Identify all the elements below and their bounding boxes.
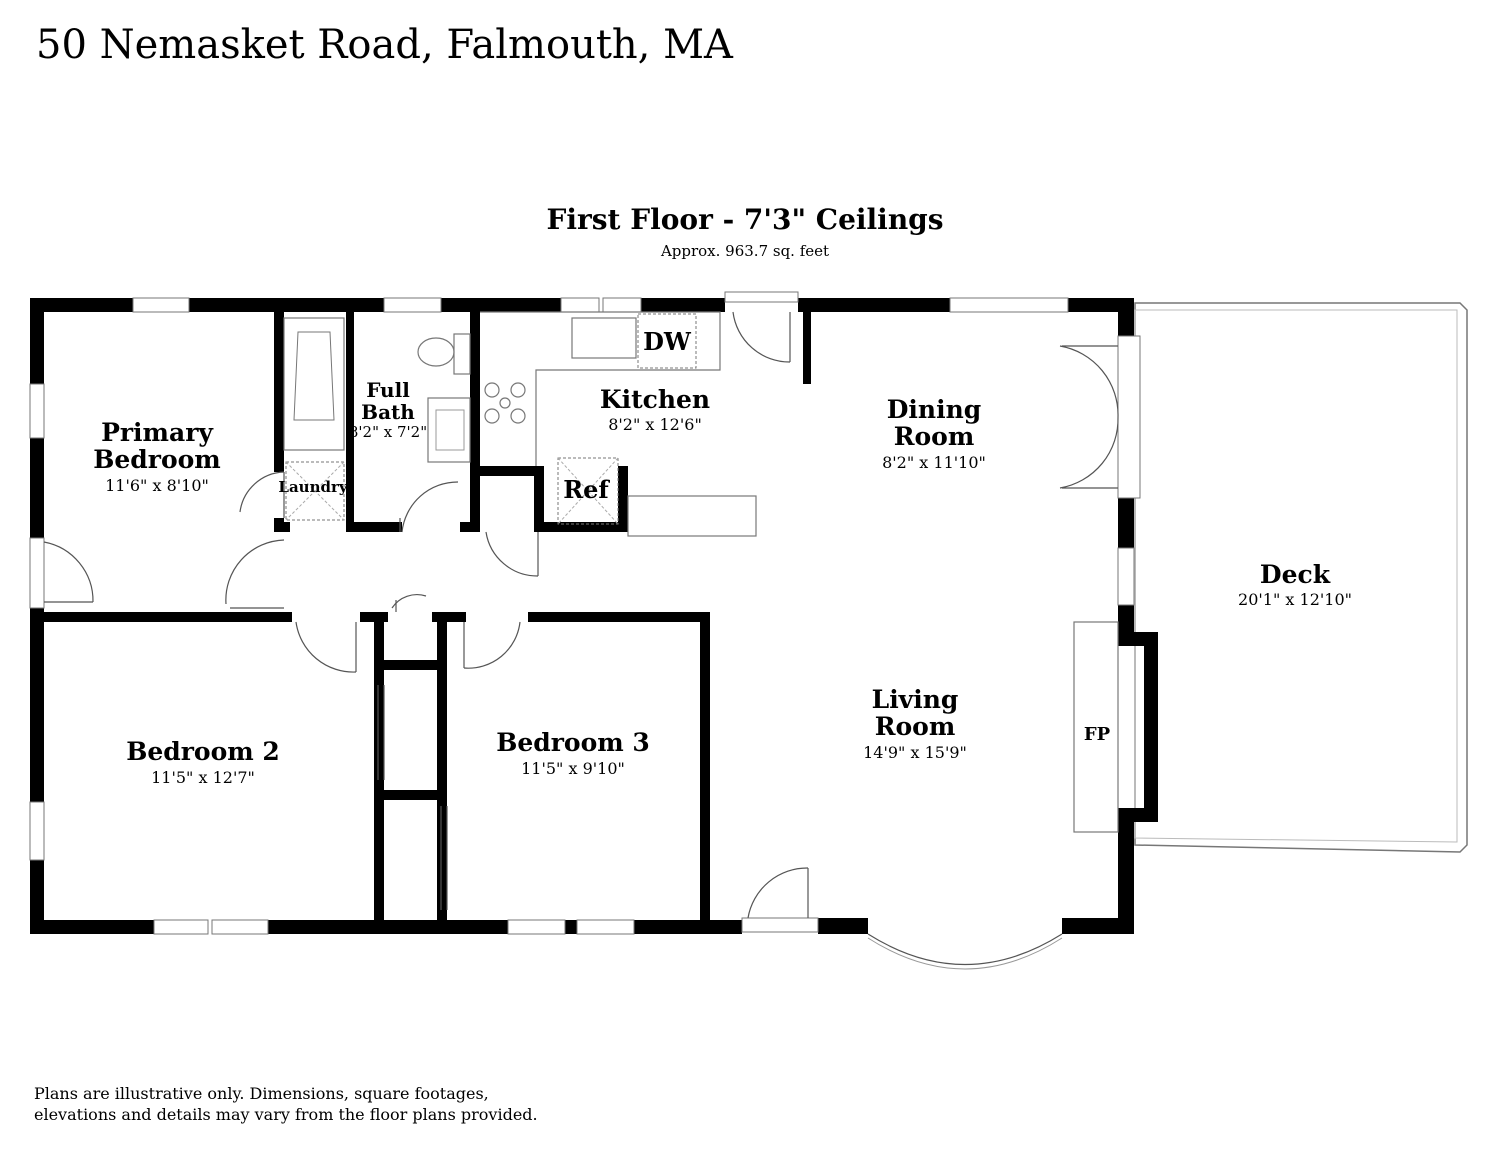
full-bath-name-2: Bath — [361, 400, 415, 424]
laundry-label: Laundry — [278, 478, 348, 496]
deck-name: Deck — [1260, 560, 1331, 589]
bedroom-3-name: Bedroom 3 — [496, 728, 650, 757]
dishwasher-icon — [637, 313, 697, 369]
refrigerator-icon — [557, 457, 619, 525]
disclaimer-line-2: elevations and details may vary from the… — [34, 1105, 538, 1124]
bathtub-icon — [293, 331, 335, 421]
living-room-name-1: Living — [872, 685, 959, 714]
room-labels: Primary Bedroom 11'6" x 8'10" Full Bath … — [93, 378, 1352, 787]
fireplace-icon — [1073, 621, 1119, 833]
primary-bedroom-name-1: Primary — [101, 418, 214, 447]
toilet-icon — [417, 337, 455, 367]
floor-title: First Floor - 7'3" Ceilings — [546, 203, 944, 236]
dishwasher-label: DW — [643, 327, 692, 356]
floor-area: Approx. 963.7 sq. feet — [660, 242, 830, 260]
deck-dims: 20'1" x 12'10" — [1238, 590, 1352, 609]
bedroom-3-dims: 11'5" x 9'10" — [521, 759, 625, 778]
dining-room-name-2: Room — [894, 422, 975, 451]
kitchen-dims: 8'2" x 12'6" — [608, 415, 702, 434]
property-address: 50 Nemasket Road, Falmouth, MA — [36, 22, 733, 68]
refrigerator-label: Ref — [563, 475, 610, 504]
deck-outline — [1134, 302, 1468, 853]
bedroom-2-dims: 11'5" x 12'7" — [151, 768, 255, 787]
kitchen-name: Kitchen — [600, 385, 710, 414]
disclaimer: Plans are illustrative only. Dimensions,… — [34, 1083, 538, 1125]
doors — [29, 291, 1119, 970]
kitchen-sink-icon — [571, 317, 637, 359]
laundry-closet — [285, 461, 345, 521]
dining-room-name-1: Dining — [887, 395, 982, 424]
disclaimer-line-1: Plans are illustrative only. Dimensions,… — [34, 1084, 489, 1103]
living-room-name-2: Room — [875, 712, 956, 741]
windows — [29, 297, 1141, 935]
fixture-labels: DW Ref Laundry FP — [278, 327, 1110, 745]
fireplace-label: FP — [1084, 724, 1111, 745]
dining-room-dims: 8'2" x 11'10" — [882, 453, 986, 472]
full-bath-name-1: Full — [366, 378, 410, 402]
living-room-dims: 14'9" x 15'9" — [863, 743, 967, 762]
stove-icon — [484, 382, 526, 424]
primary-bedroom-name-2: Bedroom — [93, 445, 221, 474]
sink-icon — [427, 397, 471, 463]
interior-walls — [30, 312, 811, 920]
exterior-walls — [30, 298, 1158, 934]
primary-bedroom-dims: 11'6" x 8'10" — [105, 476, 209, 495]
closet-doors — [377, 685, 448, 910]
bedroom-2-name: Bedroom 2 — [126, 737, 280, 766]
full-bath-dims: 8'2" x 7'2" — [349, 423, 427, 441]
bath-fixtures — [283, 317, 471, 463]
kitchen-fixtures — [480, 311, 757, 537]
kitchen-peninsula — [627, 495, 757, 537]
